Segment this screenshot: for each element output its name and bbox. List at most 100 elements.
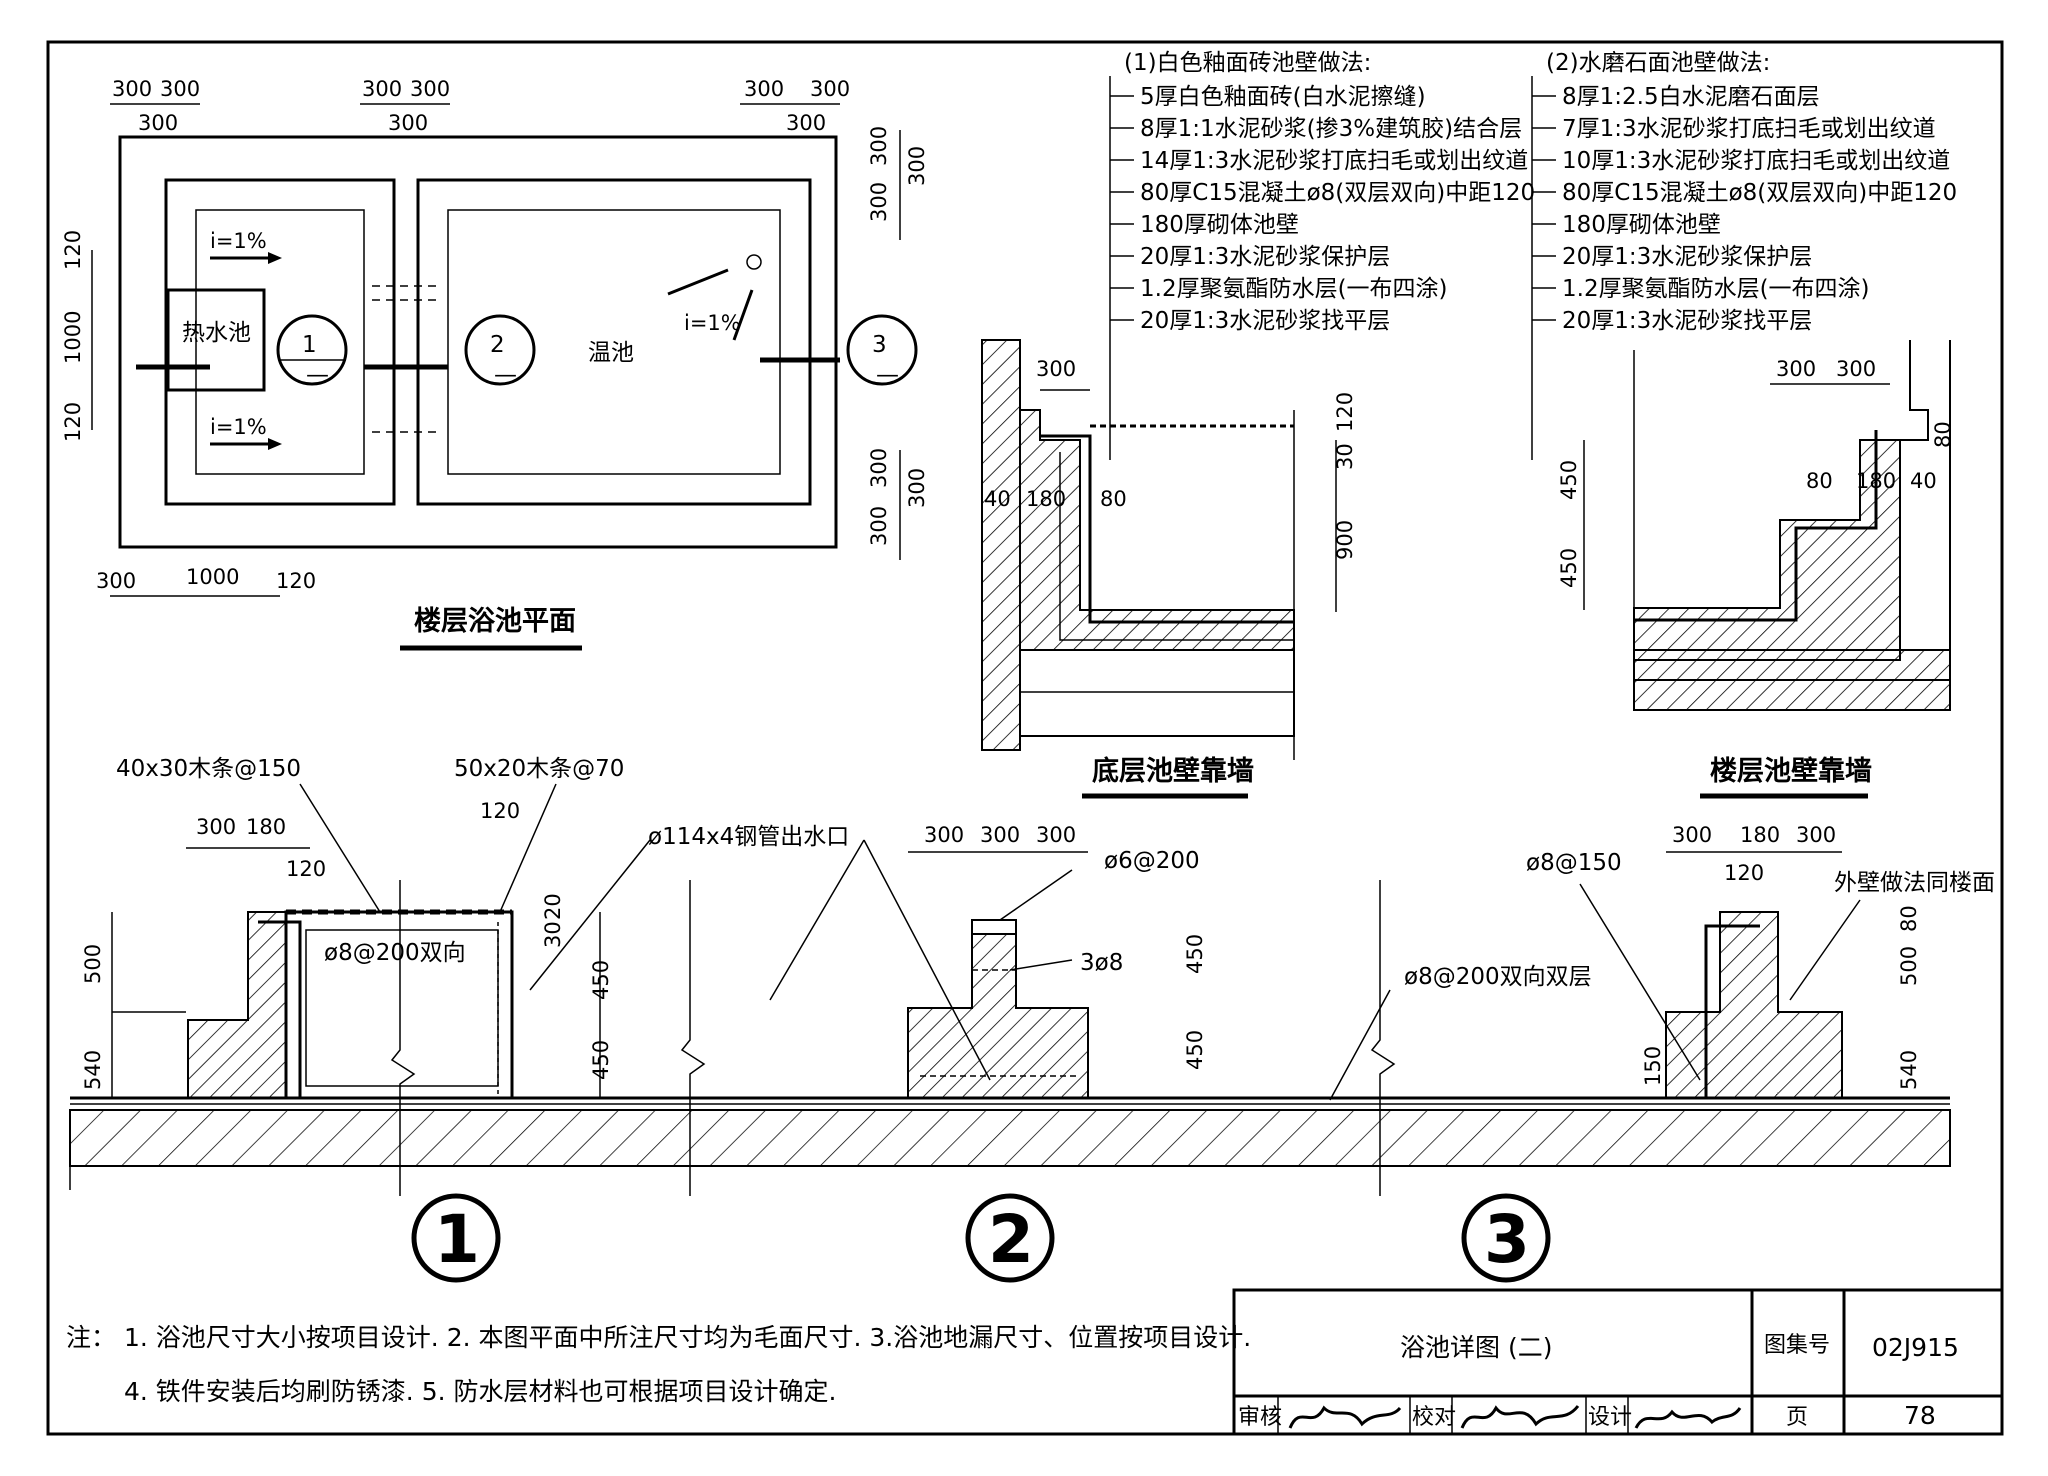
section-dim-450b: 450 (589, 1040, 613, 1080)
layer-text: 8厚1:2.5白水泥磨石面层 (1562, 84, 1820, 110)
floor-dim-80: 80 (1806, 469, 1833, 493)
plan-dim-top-e: 300 (410, 77, 450, 101)
label-rebar-8-200: ø8@200双向 (324, 940, 466, 966)
review-label: 审核 (1238, 1405, 1282, 1430)
floor-dim-40: 40 (1910, 469, 1937, 493)
section-dim-180-r: 180 (1740, 823, 1780, 847)
layer-text: 8厚1:1水泥砂浆(掺3%建筑胶)结合层 (1140, 116, 1522, 142)
detail-ground-wall: 300 120 30 40 180 80 900 底层池壁靠墙 (981, 339, 1357, 799)
floor-dim-450b: 450 (1557, 548, 1581, 588)
title-block: 浴池详图 (二) 图集号 02J915 页 78 审核 校对 设计 (1232, 1288, 2004, 1436)
plan-dim-top-d: 300 (362, 77, 402, 101)
plan-view: i=1% i=1% i=1% 热水池 温池 1 — 2 — 3 — 300 30… (61, 77, 929, 651)
section-dim-120-r: 120 (1724, 861, 1764, 885)
svg-text:—: — (494, 362, 517, 388)
section-dim-500-left: 500 (81, 944, 105, 984)
layer-text: 180厚砌体池壁 (1562, 212, 1721, 238)
floor-dim-180: 180 (1856, 469, 1896, 493)
warm-pool-outline (416, 178, 812, 506)
atlas-label: 图集号 (1764, 1333, 1830, 1358)
plan-dim-left-c: 120 (61, 402, 85, 442)
label-steel-pipe: ø114x4钢管出水口 (648, 824, 849, 850)
check-label: 校对 (1412, 1405, 1456, 1430)
section-dim-180-left: 180 (246, 815, 286, 839)
label-rebar-double: ø8@200双向双层 (1404, 964, 1592, 990)
ground-dim-300: 300 (1036, 357, 1076, 381)
layer-text: 80厚C15混凝土ø8(双层双向)中距120 (1140, 180, 1535, 206)
ground-dim-180: 180 (1026, 487, 1066, 511)
plan-dim-right-e: 300 (867, 506, 891, 546)
ground-dim-40: 40 (984, 487, 1011, 511)
plan-dim-left-a: 120 (61, 230, 85, 270)
ground-detail-caption: 底层池壁靠墙 (1092, 755, 1254, 787)
spec1-heading: (1)白色釉面砖池壁做法: (1124, 50, 1371, 76)
layer-text: 20厚1:3水泥砂浆保护层 (1140, 244, 1390, 270)
section-marker-2: 2 — (464, 314, 536, 388)
label-rebar-3: 3ø8 (1080, 950, 1123, 976)
section-marker-1: 1 — (276, 314, 348, 388)
layer-text: 20厚1:3水泥砂浆找平层 (1562, 308, 1812, 334)
section-dim-150: 150 (1641, 1046, 1665, 1086)
floor-detail-caption: 楼层池壁靠墙 (1710, 756, 1872, 787)
svg-text:3: 3 (872, 332, 887, 358)
plan-dim-top-c: 300 (138, 111, 178, 135)
atlas-number: 02J915 (1872, 1333, 1959, 1362)
layer-text: 180厚砌体池壁 (1140, 212, 1299, 238)
notes-prefix: 注： (66, 1323, 116, 1352)
plan-dim-right-b: 300 (867, 182, 891, 222)
section-dim-540-left: 540 (81, 1050, 105, 1090)
section-dim-30: 30 (541, 921, 565, 948)
plan-dim-right-a: 300 (867, 126, 891, 166)
slope-label-top: i=1% (210, 229, 267, 253)
label-outer-wall: 外壁做法同楼面 (1834, 870, 1995, 896)
section-dim-300-c3: 300 (1036, 823, 1076, 847)
long-section: 500 540 450 450 20 30 450 450 150 80 500… (69, 756, 1995, 1283)
section-dim-300-r2: 300 (1796, 823, 1836, 847)
section-dim-120-left: 120 (286, 857, 326, 881)
svg-text:1: 1 (434, 1201, 480, 1278)
plan-dim-top-a: 300 (112, 77, 152, 101)
floor-slab (69, 1109, 1951, 1167)
section-dim-80-right: 80 (1897, 905, 1921, 932)
svg-text:3: 3 (1484, 1201, 1530, 1278)
section-dim-120-mid: 120 (480, 799, 520, 823)
svg-text:—: — (876, 362, 899, 388)
layer-text: 80厚C15混凝土ø8(双层双向)中距120 (1562, 180, 1957, 206)
floor-dim-450a: 450 (1557, 460, 1581, 500)
section-dim-300-c1: 300 (924, 823, 964, 847)
check-signature (1460, 1405, 1580, 1429)
hot-pool-outline (164, 178, 396, 506)
plan-dim-top-f: 300 (388, 111, 428, 135)
floor-dim-300b: 300 (1836, 357, 1876, 381)
plan-dim-right-c: 300 (905, 146, 929, 186)
section-dim-300-r1: 300 (1672, 823, 1712, 847)
notes-line-1: 1. 浴池尺寸大小按项目设计. 2. 本图平面中所注尺寸均为毛面尺寸. 3.浴池… (124, 1323, 1251, 1352)
section-dim-300-c2: 300 (980, 823, 1020, 847)
plan-dim-top-b: 300 (160, 77, 200, 101)
section-dim-450a: 450 (589, 960, 613, 1000)
hot-pool-label: 热水池 (182, 320, 251, 346)
section-dim-450c: 450 (1183, 934, 1207, 974)
svg-text:2: 2 (988, 1201, 1034, 1278)
section-mark-1: 1 (411, 1193, 501, 1283)
plan-dim-bottom-c: 120 (276, 569, 316, 593)
svg-text:—: — (306, 362, 329, 388)
plan-dim-bottom-a: 300 (96, 569, 136, 593)
design-label: 设计 (1588, 1405, 1632, 1430)
section-dim-450d: 450 (1183, 1030, 1207, 1070)
sheet-border (46, 40, 2004, 1436)
spec2-callout: (2)水磨石面池壁做法: 8厚1:2.5白水泥磨石面层7厚1:3水泥砂浆打底扫毛… (1531, 50, 1957, 460)
slope-label-warm: i=1% (684, 311, 741, 335)
detail-floor-wall: 300 300 80 80 180 40 450 450 楼层池壁靠墙 (1557, 340, 1955, 799)
plan-dim-right-d: 300 (867, 448, 891, 488)
label-rebar-6: ø6@200 (1104, 848, 1200, 874)
plan-dim-bottom-b: 1000 (186, 565, 239, 589)
layer-text: 10厚1:3水泥砂浆打底扫毛或划出纹道 (1562, 148, 1950, 174)
section-dim-300-left: 300 (196, 815, 236, 839)
label-rebar-8-150: ø8@150 (1526, 850, 1622, 876)
ground-dim-120: 120 (1333, 392, 1357, 432)
page-label: 页 (1786, 1405, 1808, 1430)
review-signature (1288, 1405, 1402, 1429)
section-mark-2: 2 (965, 1193, 1055, 1283)
